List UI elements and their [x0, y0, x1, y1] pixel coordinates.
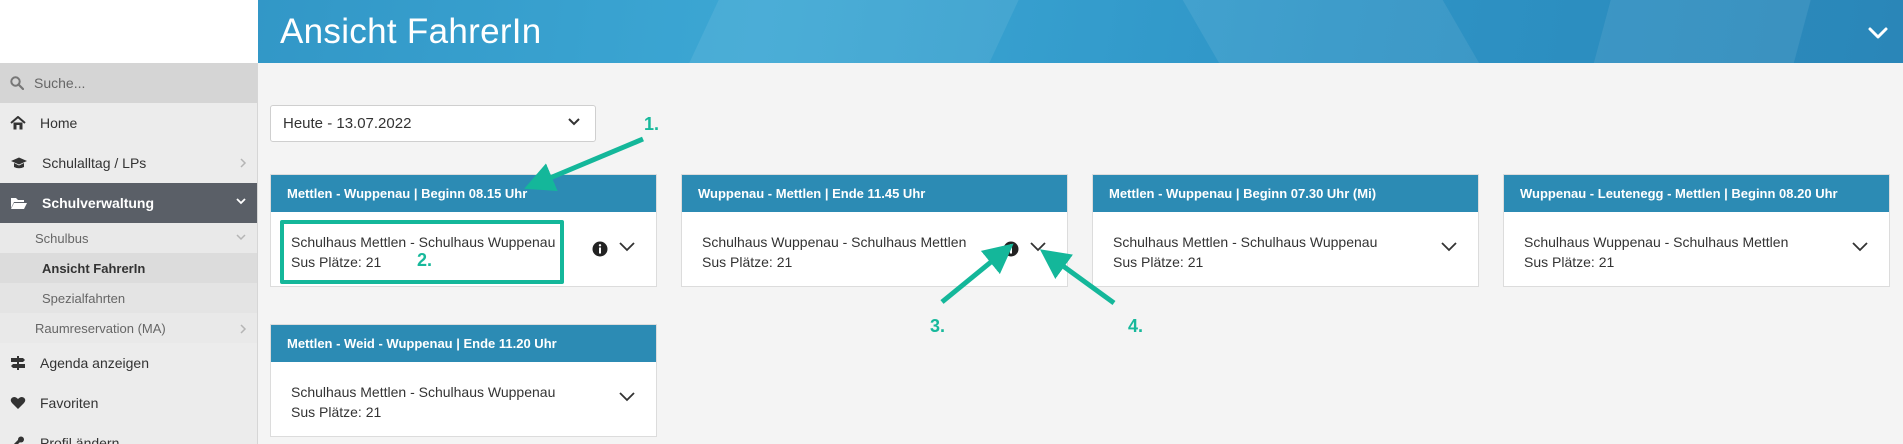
date-select[interactable]: Heute - 13.07.2022: [270, 105, 596, 142]
chevron-down-icon[interactable]: [1029, 241, 1047, 253]
header-decoration: [662, 0, 1038, 63]
date-select-value: Heute - 13.07.2022: [283, 115, 412, 132]
route-card-title: Wuppenau - Leutenegg - Mettlen | Beginn …: [1504, 175, 1889, 212]
route-card-body: Schulhaus Wuppenau - Schulhaus Mettlen S…: [1504, 212, 1889, 286]
route-card-seats: Sus Plätze: 21: [1113, 254, 1204, 270]
sidebar: Suche... Home Schulalltag / LPs Schulver…: [0, 63, 258, 444]
heart-icon: [10, 397, 26, 409]
chevron-down-icon[interactable]: [1851, 241, 1869, 253]
sidebar-item-schulalltag[interactable]: Schulalltag / LPs: [0, 143, 257, 183]
route-card-title: Mettlen - Weid - Wuppenau | Ende 11.20 U…: [271, 325, 656, 362]
annotation-number-1: 1.: [644, 114, 660, 134]
home-icon: [10, 116, 26, 130]
chevron-down-icon: [236, 234, 246, 241]
chevron-down-icon: [568, 118, 580, 126]
route-card: Mettlen - Weid - Wuppenau | Ende 11.20 U…: [270, 324, 657, 437]
sidebar-item-label: Favoriten: [40, 395, 99, 411]
chevron-down-icon[interactable]: [1865, 20, 1891, 46]
logo-area: [0, 0, 258, 63]
chevron-down-icon[interactable]: [618, 391, 636, 403]
chevron-down-icon[interactable]: [1440, 241, 1458, 253]
route-card-seats: Sus Plätze: 21: [291, 404, 382, 420]
route-card-title: Mettlen - Wuppenau | Beginn 08.15 Uhr: [271, 175, 656, 212]
search-icon: [10, 76, 24, 90]
route-card-route: Schulhaus Wuppenau - Schulhaus Mettlen: [702, 234, 967, 250]
wrench-icon: [13, 436, 24, 444]
route-card-body: Schulhaus Mettlen - Schulhaus Wuppenau S…: [271, 362, 656, 436]
sidebar-item-profil[interactable]: Profil ändern: [0, 423, 257, 444]
sidebar-item-label: Home: [40, 115, 78, 131]
chevron-down-icon: [236, 198, 246, 205]
search-input[interactable]: Suche...: [0, 63, 257, 103]
sidebar-item-label: Schulverwaltung: [42, 195, 155, 211]
sidebar-item-favoriten[interactable]: Favoriten: [0, 383, 257, 423]
sidebar-item-label: Schulbus: [35, 230, 89, 246]
info-icon[interactable]: [1003, 241, 1019, 257]
annotation-number-4: 4.: [1128, 316, 1144, 336]
route-card-route: Schulhaus Mettlen - Schulhaus Wuppenau: [291, 234, 556, 250]
header-decoration: [1581, 0, 1819, 63]
route-card-body: Schulhaus Mettlen - Schulhaus Wuppenau S…: [1093, 212, 1478, 286]
route-card-seats: Sus Plätze: 21: [702, 254, 793, 270]
sidebar-item-label: Profil ändern: [40, 435, 120, 444]
sidebar-item-label: Agenda anzeigen: [40, 355, 149, 371]
chevron-down-icon[interactable]: [618, 241, 636, 253]
info-icon[interactable]: [592, 241, 608, 257]
route-card-body: Schulhaus Mettlen - Schulhaus Wuppenau S…: [271, 212, 656, 286]
route-card-seats: Sus Plätze: 21: [1524, 254, 1615, 270]
graduation-cap-icon: [11, 157, 27, 169]
annotation-highlight-box: [280, 220, 564, 284]
chevron-right-icon: [240, 324, 247, 334]
sidebar-item-spezialfahrten[interactable]: Spezialfahrten: [0, 283, 257, 313]
header-decoration: [1148, 0, 1512, 63]
annotation-number-3: 3.: [930, 316, 946, 336]
sidebar-item-label: Ansicht FahrerIn: [42, 260, 146, 276]
sidebar-item-schulbus[interactable]: Schulbus: [0, 223, 257, 253]
route-card-route: Schulhaus Mettlen - Schulhaus Wuppenau: [1113, 234, 1378, 250]
sidebar-item-ansicht-fahrerin[interactable]: Ansicht FahrerIn: [0, 253, 257, 283]
page-title: Ansicht FahrerIn: [280, 12, 542, 51]
route-card-title: Mettlen - Wuppenau | Beginn 07.30 Uhr (M…: [1093, 175, 1478, 212]
sidebar-item-label: Spezialfahrten: [42, 290, 126, 306]
sidebar-item-agenda[interactable]: Agenda anzeigen: [0, 343, 257, 383]
folder-open-icon: [11, 198, 27, 209]
sidebar-item-label: Raumreservation (MA): [35, 320, 166, 336]
chevron-right-icon: [240, 158, 247, 168]
search-placeholder: Suche...: [34, 75, 86, 91]
route-card-body: Schulhaus Wuppenau - Schulhaus Mettlen S…: [682, 212, 1067, 286]
sidebar-item-home[interactable]: Home: [0, 103, 257, 143]
route-card-route: Schulhaus Wuppenau - Schulhaus Mettlen: [1524, 234, 1789, 250]
route-card-title: Wuppenau - Mettlen | Ende 11.45 Uhr: [682, 175, 1067, 212]
top-header: Ansicht FahrerIn: [0, 0, 1903, 63]
route-card: Mettlen - Wuppenau | Beginn 08.15 Uhr Sc…: [270, 174, 657, 287]
annotation-number-2: 2.: [417, 250, 433, 270]
route-card: Mettlen - Wuppenau | Beginn 07.30 Uhr (M…: [1092, 174, 1479, 287]
signpost-icon: [11, 356, 25, 370]
sidebar-item-schulverwaltung[interactable]: Schulverwaltung: [0, 183, 257, 223]
route-card: Wuppenau - Mettlen | Ende 11.45 Uhr Schu…: [681, 174, 1068, 287]
route-card-route: Schulhaus Mettlen - Schulhaus Wuppenau: [291, 384, 556, 400]
route-card: Wuppenau - Leutenegg - Mettlen | Beginn …: [1503, 174, 1890, 287]
route-card-seats: Sus Plätze: 21: [291, 254, 382, 270]
sidebar-item-raumreservation[interactable]: Raumreservation (MA): [0, 313, 257, 343]
sidebar-item-label: Schulalltag / LPs: [42, 155, 147, 171]
